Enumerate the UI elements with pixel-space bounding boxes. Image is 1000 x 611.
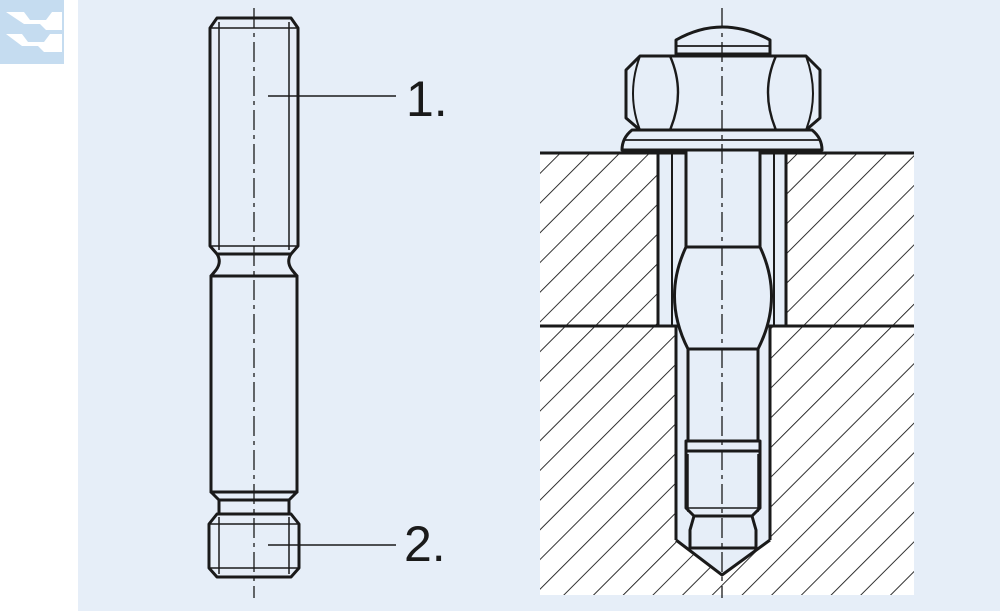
stud-protrusion <box>674 25 772 56</box>
callout-label-2: 2. <box>404 516 446 572</box>
hatched-material <box>540 153 914 595</box>
callout-label-1: 1. <box>406 71 448 127</box>
hex-nut <box>624 54 822 132</box>
wrench-icon <box>0 0 64 64</box>
stud-in-section <box>671 133 775 550</box>
washer <box>620 128 824 152</box>
section-view <box>540 8 914 598</box>
